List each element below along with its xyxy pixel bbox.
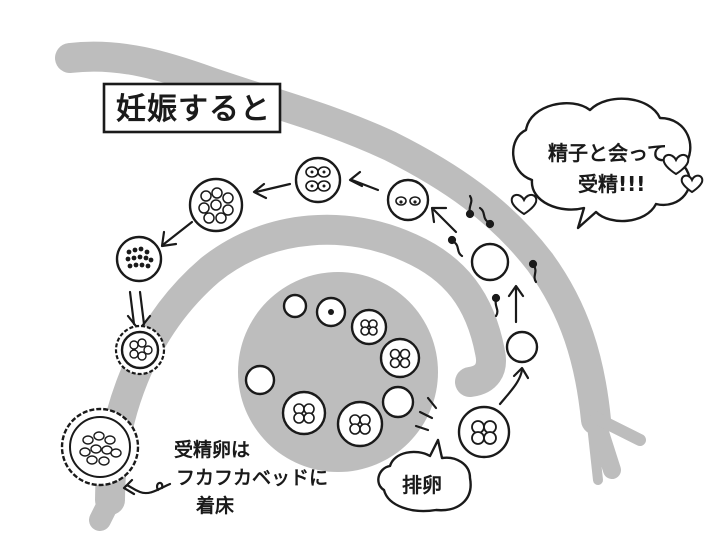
arrow-icon (162, 220, 194, 246)
arrow-icon (254, 182, 292, 194)
speech-bubble-ovulation: 排卵 (377, 438, 472, 513)
bubble-ovulation-text: 排卵 (402, 473, 442, 497)
pointer-arrow-icon (122, 478, 136, 496)
embryo-morula (115, 235, 163, 283)
zygote-2cell (386, 178, 430, 222)
follicle (350, 308, 388, 346)
clover-icon (389, 348, 411, 369)
implantation-note: 受精卵は フカフカベッドに 着床 (122, 438, 328, 517)
pointer-arrow-icon (124, 482, 172, 495)
clover-icon (360, 319, 378, 336)
follicle (282, 293, 308, 319)
sperm-group (447, 194, 538, 318)
arrow-icon (498, 368, 524, 406)
title-text: 妊娠すると (116, 92, 271, 127)
ovulation-burst-lines (414, 396, 438, 432)
fallopian-tube-band (55, 41, 646, 485)
follicle (381, 385, 415, 419)
arrow-icon (160, 230, 178, 248)
bubble-fertilize-line2: 受精!!! (578, 172, 645, 196)
heart-icon (510, 194, 538, 216)
note-line2: フカフカベッドに (176, 467, 328, 489)
title-box: 妊娠すると (102, 82, 282, 134)
arrow-icon (252, 182, 268, 200)
follicle-nucleus (328, 309, 334, 315)
arrow-icon (507, 284, 525, 298)
embryo-4cell (294, 156, 342, 204)
loop-icon (156, 481, 164, 492)
heart-icon (680, 174, 704, 194)
note-line1: 受精卵は (174, 438, 250, 461)
fertilized-egg (470, 242, 510, 282)
bubble-fertilize-line1: 精子と会って (548, 141, 667, 165)
ovary-follicles (244, 293, 421, 448)
embryo-morula-early (188, 177, 244, 233)
heart-icon (662, 154, 690, 176)
arrow-icon (348, 170, 364, 188)
follicle (379, 337, 421, 379)
follicle (336, 400, 384, 448)
ovulated-egg (457, 405, 511, 459)
egg-in-tube (505, 330, 539, 364)
clover-icon (349, 414, 371, 435)
arrow-icon (432, 208, 458, 234)
follicle (281, 390, 327, 436)
speech-bubble-fertilize: 精子と会って 受精!!! (511, 97, 692, 230)
embryo-blastocyst (114, 324, 166, 376)
implanted-embryo (60, 407, 140, 487)
arrow-icon (350, 178, 380, 192)
arrow-icon (512, 366, 530, 380)
clover-icon (471, 420, 497, 445)
follicle (244, 364, 276, 396)
arrow-icon (430, 206, 448, 224)
clover-icon (293, 403, 315, 424)
note-line3: 着床 (196, 494, 234, 517)
